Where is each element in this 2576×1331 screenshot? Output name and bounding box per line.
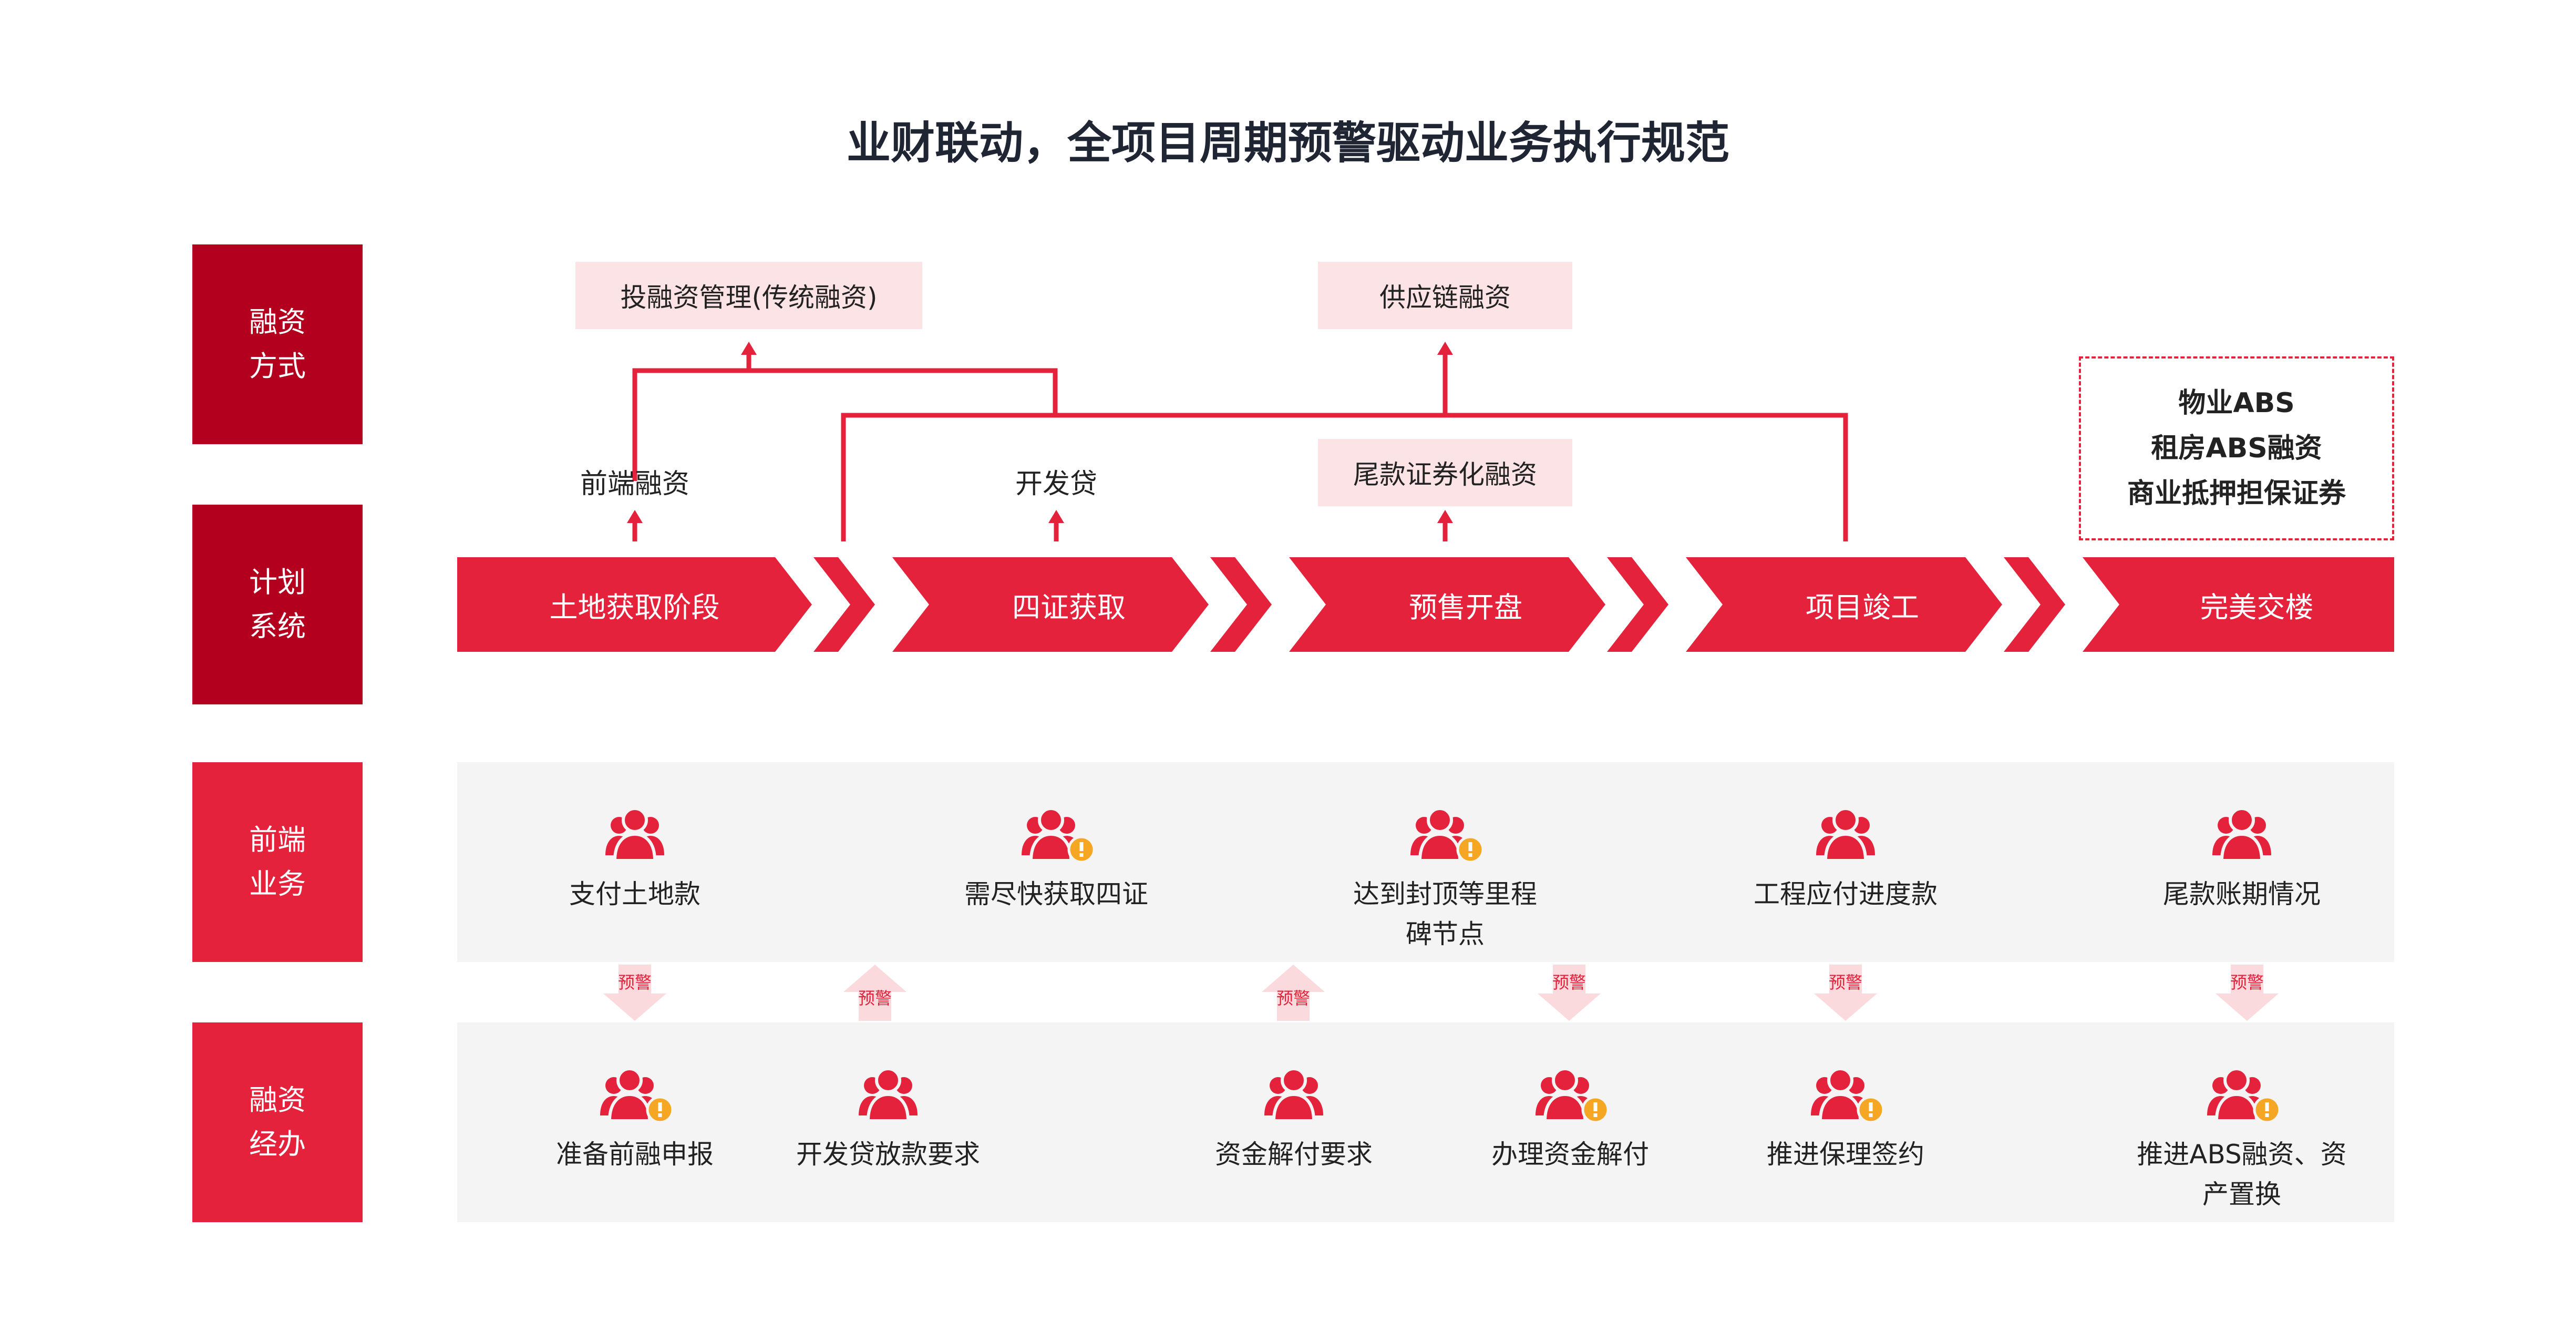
financing-op-item: 推进ABS融资、资 产置换 bbox=[2105, 1064, 2378, 1214]
arrow-up-icon bbox=[1437, 342, 1453, 355]
arrow-up-icon bbox=[1048, 510, 1064, 523]
connector-lines bbox=[627, 342, 1848, 541]
row-label-financing-ops: 融资经办 bbox=[192, 1022, 363, 1222]
dev-loan-label: 开发贷 bbox=[1015, 468, 1097, 500]
warning-label: 预警 bbox=[1276, 988, 1310, 1008]
stage-chevron bbox=[892, 557, 1209, 652]
stage-chevron bbox=[1289, 557, 1605, 652]
abs-item: 物业ABS bbox=[2178, 387, 2295, 419]
warning-label: 预警 bbox=[2230, 972, 2264, 992]
frontend-business-band bbox=[457, 762, 2394, 962]
people-icon bbox=[2205, 804, 2279, 865]
balance-securitization-box: 尾款证券化融资 bbox=[1318, 439, 1572, 506]
page-title: 业财联动，全项目周期预警驱动业务执行规范 bbox=[846, 117, 1729, 169]
people-warning-icon bbox=[593, 1064, 677, 1125]
arrow-up-icon bbox=[741, 342, 757, 355]
stage-presale-opening: 预售开盘 bbox=[1409, 590, 1522, 624]
chevron-separator-icon bbox=[1607, 557, 1668, 652]
people-warning-icon bbox=[1014, 804, 1098, 865]
stage-chevron bbox=[1686, 557, 2002, 652]
chevron-separator-icon bbox=[813, 557, 875, 652]
people-warning-icon bbox=[2200, 1064, 2284, 1125]
warning-arrow-down-icon bbox=[603, 965, 666, 1021]
people-icon bbox=[1809, 804, 1882, 865]
abs-item: 商业抵押担保证券 bbox=[2127, 478, 2346, 509]
people-icon bbox=[598, 804, 672, 865]
frontend-financing-label: 前端融资 bbox=[580, 468, 689, 500]
frontend-item: 达到封顶等里程 碑节点 bbox=[1308, 804, 1582, 954]
warning-arrows: 预警 预警 预警 预警 预警 预警 bbox=[603, 965, 2279, 1021]
frontend-item: 需尽快获取四证 bbox=[920, 804, 1193, 914]
warning-label: 预警 bbox=[1829, 972, 1862, 992]
stage-chevron bbox=[2083, 557, 2394, 652]
row-label-plan-system: 计划系统 bbox=[192, 505, 363, 704]
abs-financing-box: 物业ABS 租房ABS融资 商业抵押担保证券 bbox=[2079, 356, 2394, 540]
traditional-financing-box: 投融资管理(传统融资) bbox=[575, 262, 922, 329]
chevron-separator-icon bbox=[1210, 557, 1272, 652]
warning-label: 预警 bbox=[1552, 972, 1586, 992]
financing-op-item: 推进保理签约 bbox=[1709, 1064, 1982, 1174]
warning-arrow-down-icon bbox=[1814, 965, 1877, 1021]
people-warning-icon bbox=[1804, 1064, 1888, 1125]
stage-land-acquisition: 土地获取阶段 bbox=[549, 590, 720, 624]
stage-project-completion: 项目竣工 bbox=[1806, 590, 1919, 624]
warning-arrow-down-icon bbox=[1538, 965, 1601, 1021]
row-label-frontend-business: 前端业务 bbox=[192, 762, 363, 962]
warning-label: 预警 bbox=[618, 972, 652, 992]
people-warning-icon bbox=[1528, 1064, 1612, 1125]
supply-chain-financing-box: 供应链融资 bbox=[1318, 262, 1572, 329]
stage-four-certificates: 四证获取 bbox=[1012, 590, 1126, 624]
financing-op-item: 办理资金解付 bbox=[1434, 1064, 1707, 1174]
row-label-financing-methods: 融资方式 bbox=[192, 244, 363, 444]
warning-arrow-down-icon bbox=[2216, 965, 2279, 1021]
arrow-up-icon bbox=[1437, 510, 1453, 523]
frontend-item: 支付土地款 bbox=[498, 804, 771, 914]
people-warning-icon bbox=[1403, 804, 1487, 865]
chevron-separator-icon bbox=[2004, 557, 2065, 652]
financing-ops-band bbox=[457, 1022, 2394, 1222]
people-icon bbox=[851, 1064, 925, 1125]
frontend-item: 工程应付进度款 bbox=[1709, 804, 1982, 914]
arrow-up-icon bbox=[627, 510, 643, 523]
stage-perfect-delivery: 完美交楼 bbox=[2200, 590, 2314, 624]
frontend-item: 尾款账期情况 bbox=[2105, 804, 2378, 914]
stage-flow bbox=[457, 557, 2394, 652]
abs-item: 租房ABS融资 bbox=[2151, 433, 2322, 464]
financing-op-item: 开发贷放款要求 bbox=[751, 1064, 1025, 1174]
financing-op-item: 准备前融申报 bbox=[498, 1064, 771, 1174]
stage-chevron bbox=[457, 557, 812, 652]
financing-op-item: 资金解付要求 bbox=[1157, 1064, 1430, 1174]
warning-label: 预警 bbox=[858, 988, 892, 1008]
warning-arrow-up-icon bbox=[1262, 965, 1325, 1021]
people-icon bbox=[1257, 1064, 1331, 1125]
warning-arrow-up-icon bbox=[843, 965, 906, 1021]
